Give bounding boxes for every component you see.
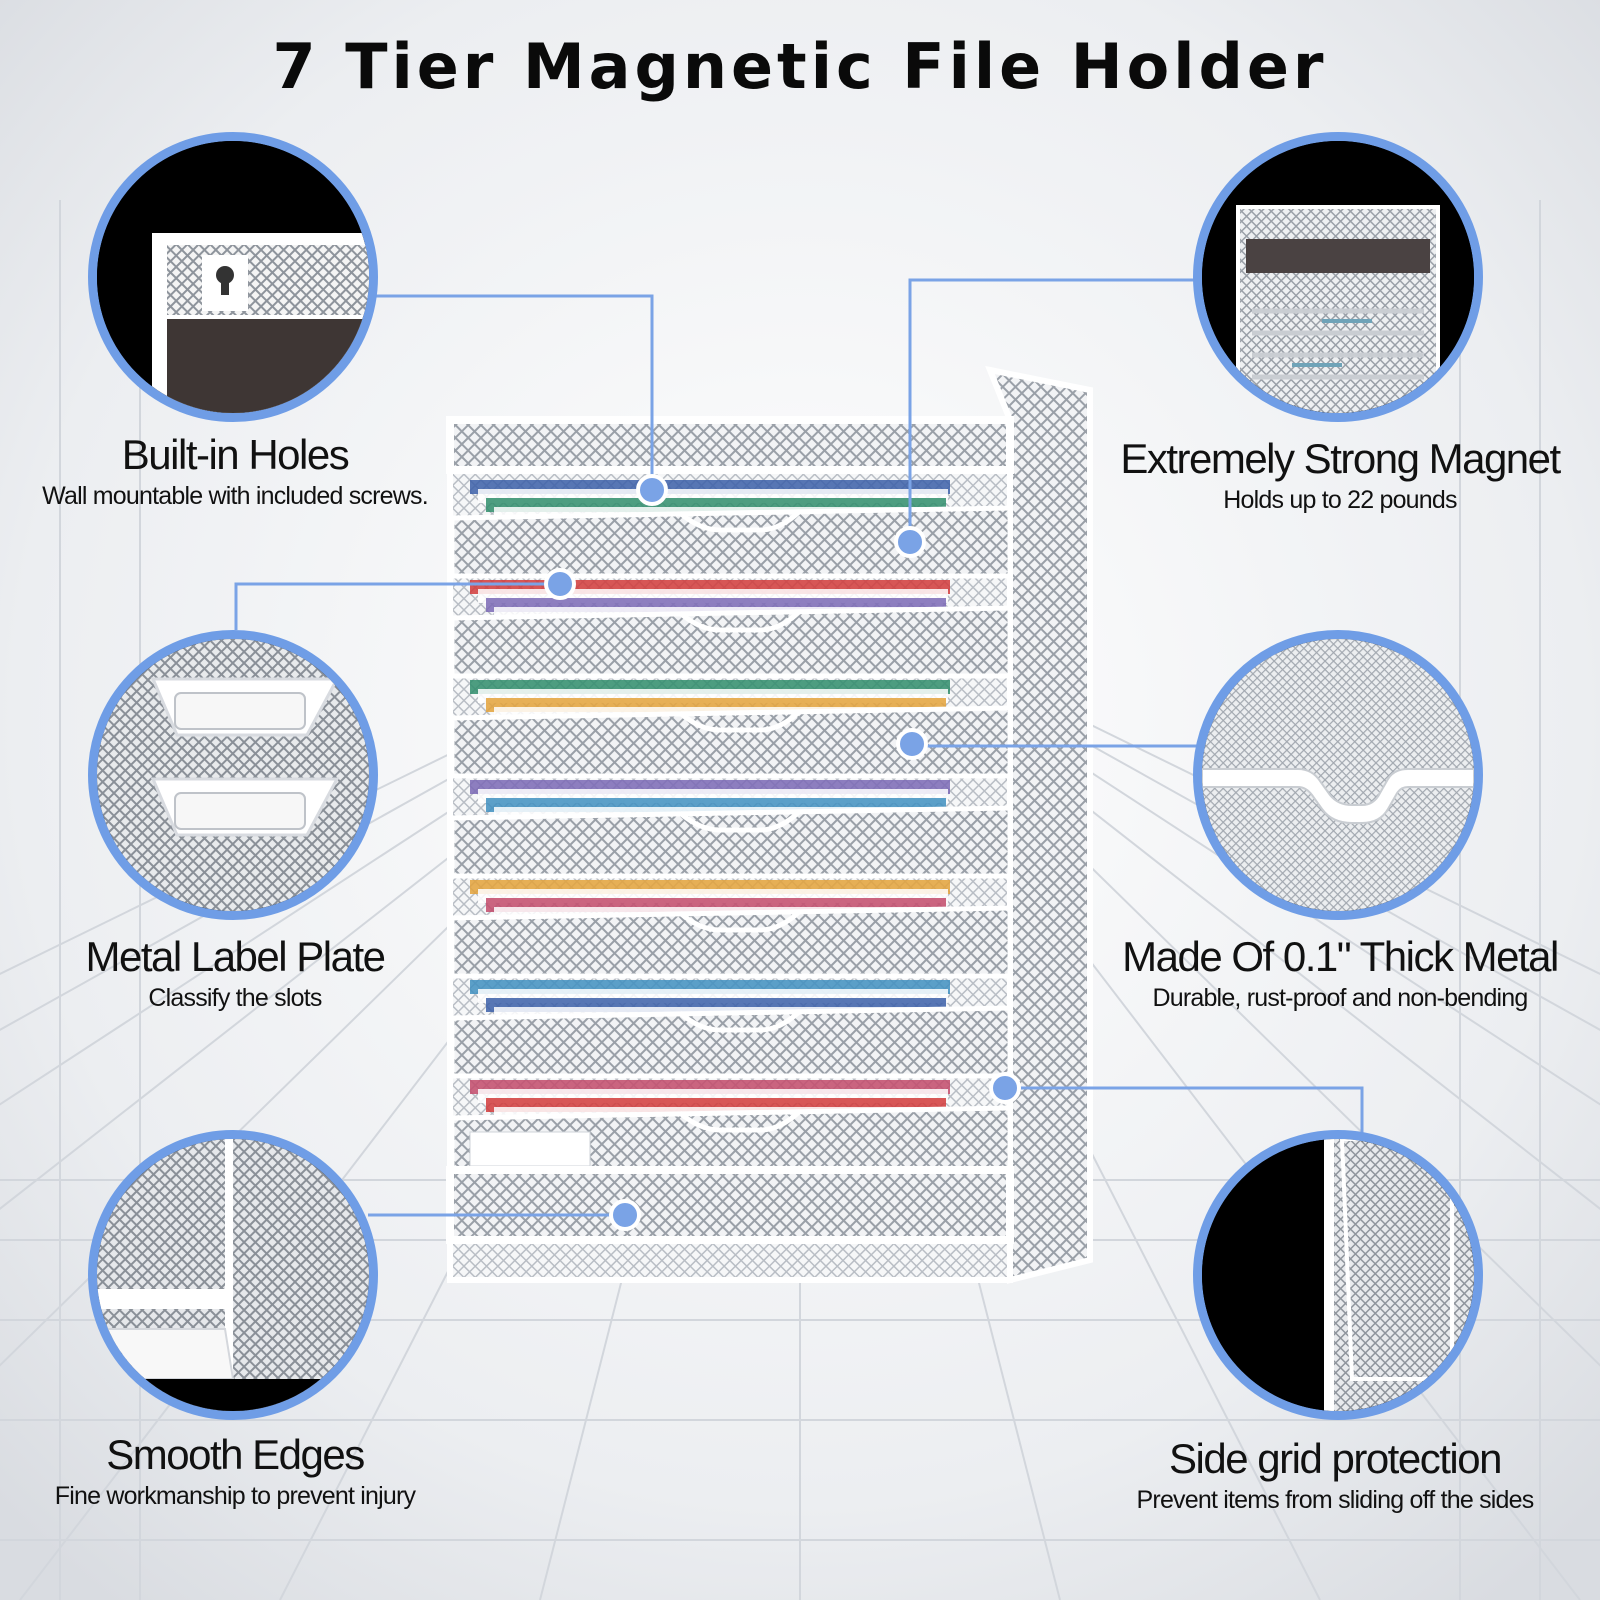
feature-heading: Smooth Edges: [106, 1431, 365, 1478]
feature-thick-metal: Made Of 0.1" Thick Metal Durable, rust-p…: [1095, 932, 1585, 1014]
built-in-holes-zoom: [88, 132, 378, 422]
feature-subtext: Wall mountable with included screws.: [42, 482, 429, 510]
feature-heading: Made Of 0.1" Thick Metal: [1122, 933, 1559, 980]
side-grid-zoom: [1193, 1130, 1483, 1420]
feature-subtext: Durable, rust-proof and non-bending: [1152, 984, 1528, 1012]
feature-subtext: Prevent items from sliding off the sides: [1136, 1486, 1535, 1514]
feature-heading: Extremely Strong Magnet: [1120, 435, 1561, 482]
file-holder-product: [446, 365, 1093, 1284]
feature-subtext: Holds up to 22 pounds: [1223, 486, 1457, 514]
feature-label-plate: Metal Label Plate Classify the slots: [0, 932, 470, 1014]
feature-smooth-edges: Smooth Edges Fine workmanship to prevent…: [0, 1430, 470, 1512]
smooth-edge-icon: [97, 1139, 369, 1411]
feature-built-in-holes: Built-in Holes Wall mountable with inclu…: [0, 430, 470, 512]
label-plate-zoom: [88, 630, 378, 920]
feature-heading: Metal Label Plate: [85, 933, 386, 980]
thick-metal-zoom: [1193, 630, 1483, 920]
magnet-zoom: [1193, 132, 1483, 422]
feature-magnet: Extremely Strong Magnet Holds up to 22 p…: [1105, 434, 1575, 516]
page-title: 7 Tier Magnetic File Holder: [272, 30, 1328, 103]
feature-heading: Side grid protection: [1169, 1435, 1502, 1482]
feature-subtext: Fine workmanship to prevent injury: [54, 1482, 416, 1510]
feature-side-grid: Side grid protection Prevent items from …: [1090, 1434, 1580, 1516]
label-plate-icon: [97, 639, 369, 911]
side-grid-icon: [1202, 1139, 1474, 1411]
keyhole-icon: [97, 141, 369, 413]
magnet-strip-icon: [1202, 141, 1474, 413]
feature-subtext: Classify the slots: [148, 984, 322, 1012]
thick-metal-icon: [1202, 639, 1474, 911]
feature-heading: Built-in Holes: [121, 431, 350, 478]
smooth-edges-zoom: [88, 1130, 378, 1420]
